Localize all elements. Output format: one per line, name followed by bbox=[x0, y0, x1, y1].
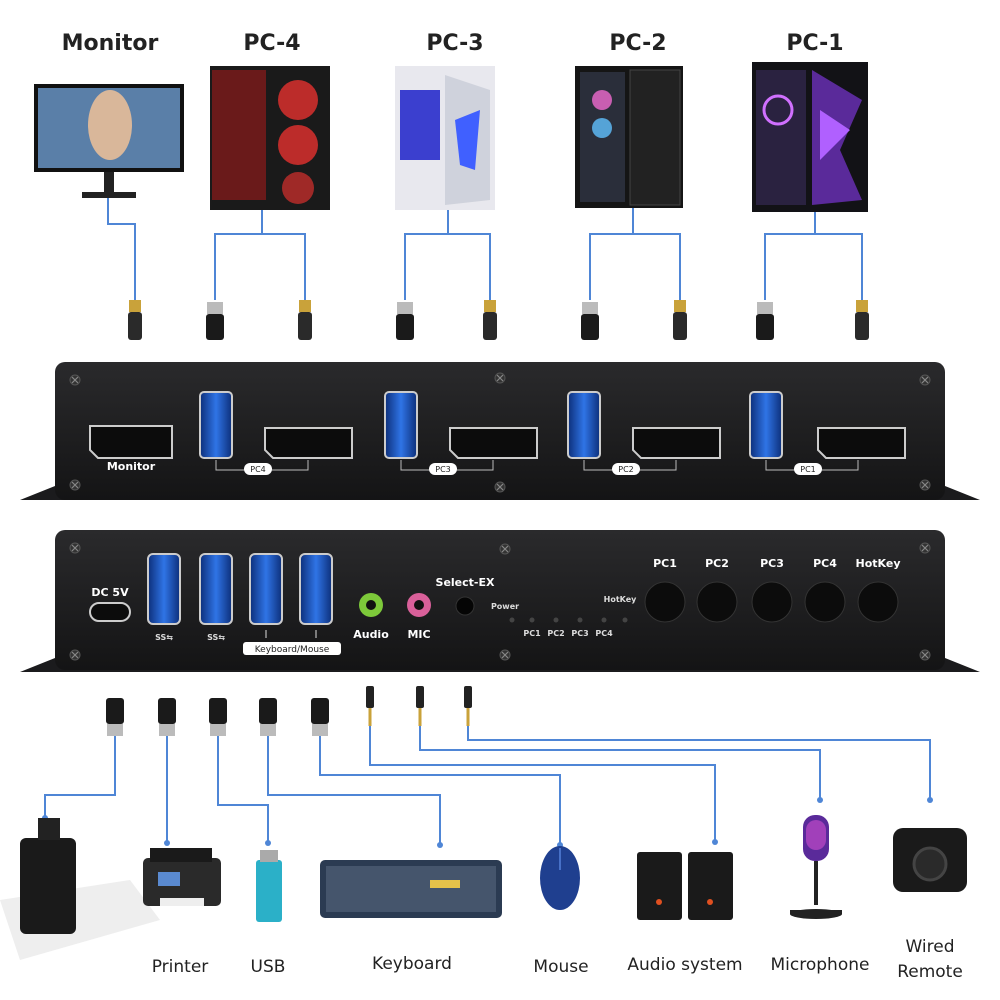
top-connectors bbox=[128, 300, 869, 340]
pc4-image bbox=[210, 66, 330, 210]
pc2-port-group: PC2 bbox=[567, 391, 721, 475]
pc4-group-label: PC4 bbox=[250, 465, 266, 474]
label-pc3: PC-3 bbox=[426, 31, 483, 56]
pc1-button[interactable] bbox=[644, 581, 686, 623]
mouse-image bbox=[540, 846, 580, 910]
hotkey-led-label: HotKey bbox=[604, 595, 638, 604]
pc3-group-label: PC3 bbox=[435, 465, 451, 474]
hotkey-button[interactable] bbox=[857, 581, 899, 623]
label-microphone: Microphone bbox=[771, 955, 870, 975]
label-usb: USB bbox=[251, 957, 286, 977]
pc2-image bbox=[575, 66, 683, 208]
label-mouse: Mouse bbox=[533, 957, 588, 977]
top-cables bbox=[107, 198, 863, 300]
bottom-connectors bbox=[106, 686, 472, 736]
dc-label: DC 5V bbox=[91, 586, 129, 599]
pc4-port-group: PC4 bbox=[199, 391, 353, 475]
label-audio-system: Audio system bbox=[627, 955, 742, 975]
usb-badge-1: SS⇆ bbox=[155, 633, 173, 642]
label-pc2: PC-2 bbox=[609, 31, 666, 56]
pc1-group-label: PC1 bbox=[800, 465, 816, 474]
kvm-rear-panel: DC 5V SS⇆ SS⇆ Keyboard/Mouse Audio MIC S… bbox=[20, 530, 980, 672]
label-printer: Printer bbox=[152, 957, 209, 977]
pc1-button-label: PC1 bbox=[653, 557, 677, 570]
pc2-group-label: PC2 bbox=[618, 465, 634, 474]
pc2-button-label: PC2 bbox=[705, 557, 729, 570]
usb-drive-image bbox=[256, 850, 282, 922]
label-monitor: Monitor bbox=[62, 31, 159, 56]
pc1-port-group: PC1 bbox=[749, 391, 906, 475]
power-label: Power bbox=[491, 602, 519, 611]
led-label-pc4: PC4 bbox=[595, 629, 613, 638]
speakers-image bbox=[637, 852, 733, 920]
pc3-port-group: PC3 bbox=[384, 391, 538, 475]
status-leds bbox=[509, 617, 628, 623]
power-adapter-image bbox=[0, 818, 160, 960]
mic-label: MIC bbox=[407, 628, 430, 641]
kvm-front-panel: Monitor PC4 PC3 PC2 PC1 bbox=[20, 362, 980, 500]
pc1-image bbox=[752, 62, 868, 212]
monitor-dp-port: Monitor bbox=[89, 425, 173, 473]
microphone-image bbox=[790, 815, 842, 919]
audio-label: Audio bbox=[353, 628, 389, 641]
usb-c-power-port bbox=[89, 602, 131, 622]
hotkey-button-label: HotKey bbox=[856, 557, 901, 570]
select-ex-jack bbox=[455, 596, 475, 616]
label-pc4: PC-4 bbox=[243, 31, 300, 56]
keyboard-mouse-label: Keyboard/Mouse bbox=[255, 645, 330, 655]
pc2-button[interactable] bbox=[696, 581, 738, 623]
pc3-image bbox=[395, 66, 495, 210]
label-pc1: PC-1 bbox=[786, 31, 843, 56]
rear-usb-ports: SS⇆ SS⇆ Keyboard/Mouse bbox=[147, 553, 341, 655]
switch-buttons: PC1 PC2 PC3 PC4 HotKey bbox=[644, 557, 901, 623]
monitor-port-label: Monitor bbox=[107, 460, 156, 473]
pc4-button[interactable] bbox=[804, 581, 846, 623]
pc3-button[interactable] bbox=[751, 581, 793, 623]
pc3-button-label: PC3 bbox=[760, 557, 784, 570]
label-remote: Remote bbox=[897, 962, 963, 982]
keyboard-image bbox=[320, 860, 502, 918]
bottom-cables bbox=[42, 726, 933, 848]
pc4-button-label: PC4 bbox=[813, 557, 837, 570]
led-label-pc3: PC3 bbox=[571, 629, 588, 638]
led-label-pc2: PC2 bbox=[547, 629, 564, 638]
select-ex-label: Select-EX bbox=[436, 576, 495, 589]
wired-remote-image bbox=[893, 828, 967, 892]
label-keyboard: Keyboard bbox=[372, 954, 452, 974]
printer-image bbox=[143, 848, 221, 906]
led-label-pc1: PC1 bbox=[523, 629, 541, 638]
label-wired: Wired bbox=[905, 937, 954, 957]
usb-badge-2: SS⇆ bbox=[207, 633, 225, 642]
monitor-image bbox=[34, 84, 184, 198]
